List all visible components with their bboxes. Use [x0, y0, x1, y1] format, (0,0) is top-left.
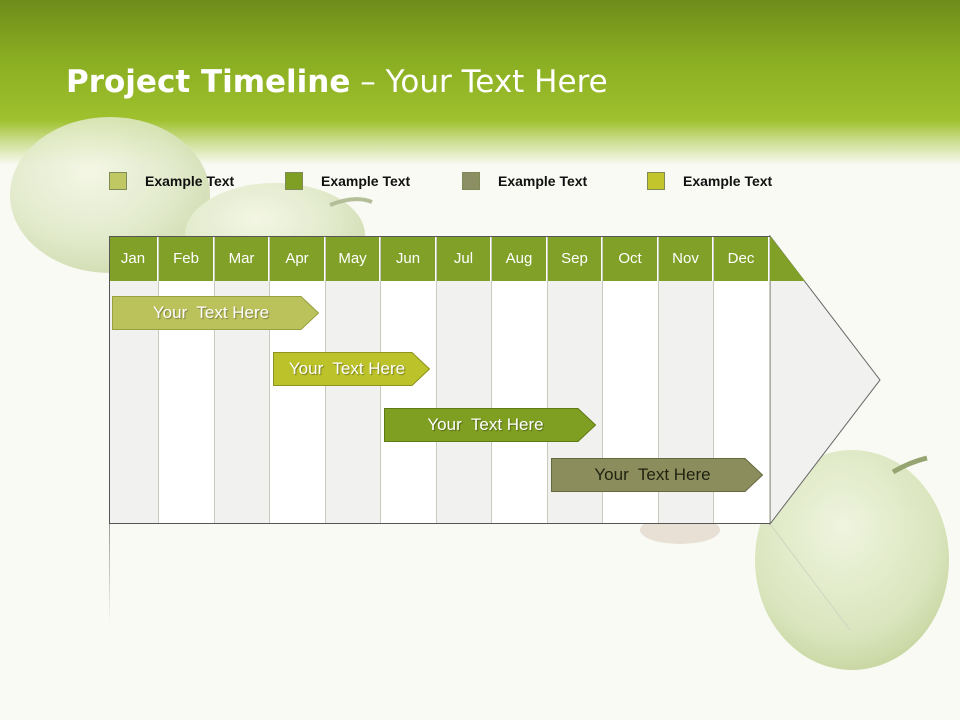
month-header-apr: Apr [270, 236, 325, 281]
task-bar-label: Your Text Here [288, 359, 406, 378]
month-column-aug: Aug [492, 236, 548, 524]
task-bar-3: Your Text Here [384, 408, 596, 442]
month-header-jan: Jan [109, 236, 158, 281]
month-header-oct: Oct [603, 236, 658, 281]
task-bar-1: Your Text Here [112, 296, 319, 330]
month-header-jun: Jun [381, 236, 436, 281]
month-column-jul: Jul [437, 236, 492, 524]
task-bar-arrow [273, 352, 430, 386]
month-header-sep: Sep [548, 236, 602, 281]
task-bar-2: Your Text Here [273, 352, 430, 386]
task-bar-arrow [384, 408, 596, 442]
legend-swatch [109, 172, 127, 190]
legend-item-1: Example Text [109, 170, 234, 192]
month-header-aug: Aug [492, 236, 547, 281]
month-header-may: May [326, 236, 380, 281]
legend-label: Example Text [145, 173, 235, 189]
legend-label: Example Text [683, 173, 773, 189]
month-column-mar: Mar [215, 236, 270, 524]
timeline-reflection [109, 524, 110, 624]
legend-item-3: Example Text [462, 170, 587, 192]
task-bar-4: Your Text Here [551, 458, 763, 492]
title-bold: Project Timeline [66, 64, 351, 100]
month-header-dec: Dec [714, 236, 769, 281]
month-header-mar: Mar [215, 236, 269, 281]
title-rest: – Your Text Here [350, 64, 608, 100]
legend-swatch [462, 172, 480, 190]
task-bar-label: Your Text Here [594, 465, 711, 484]
month-column-jan: Jan [109, 236, 159, 524]
legend-item-4: Example Text [647, 170, 772, 192]
legend-swatch [285, 172, 303, 190]
legend-label: Example Text [498, 173, 588, 189]
month-header-jul: Jul [437, 236, 491, 281]
page-title: Project Timeline – Your Text Here [66, 60, 608, 104]
legend-label: Example Text [321, 173, 411, 189]
task-bar-arrow [112, 296, 319, 330]
task-bar-arrow [551, 458, 763, 492]
month-column-feb: Feb [159, 236, 215, 524]
month-header-nov: Nov [659, 236, 713, 281]
legend-item-2: Example Text [285, 170, 410, 192]
task-bar-label: Your Text Here [152, 303, 270, 322]
timeline-frame [109, 236, 770, 524]
legend-swatch [647, 172, 665, 190]
task-bar-label: Your Text Here [427, 415, 544, 434]
month-header-feb: Feb [159, 236, 214, 281]
